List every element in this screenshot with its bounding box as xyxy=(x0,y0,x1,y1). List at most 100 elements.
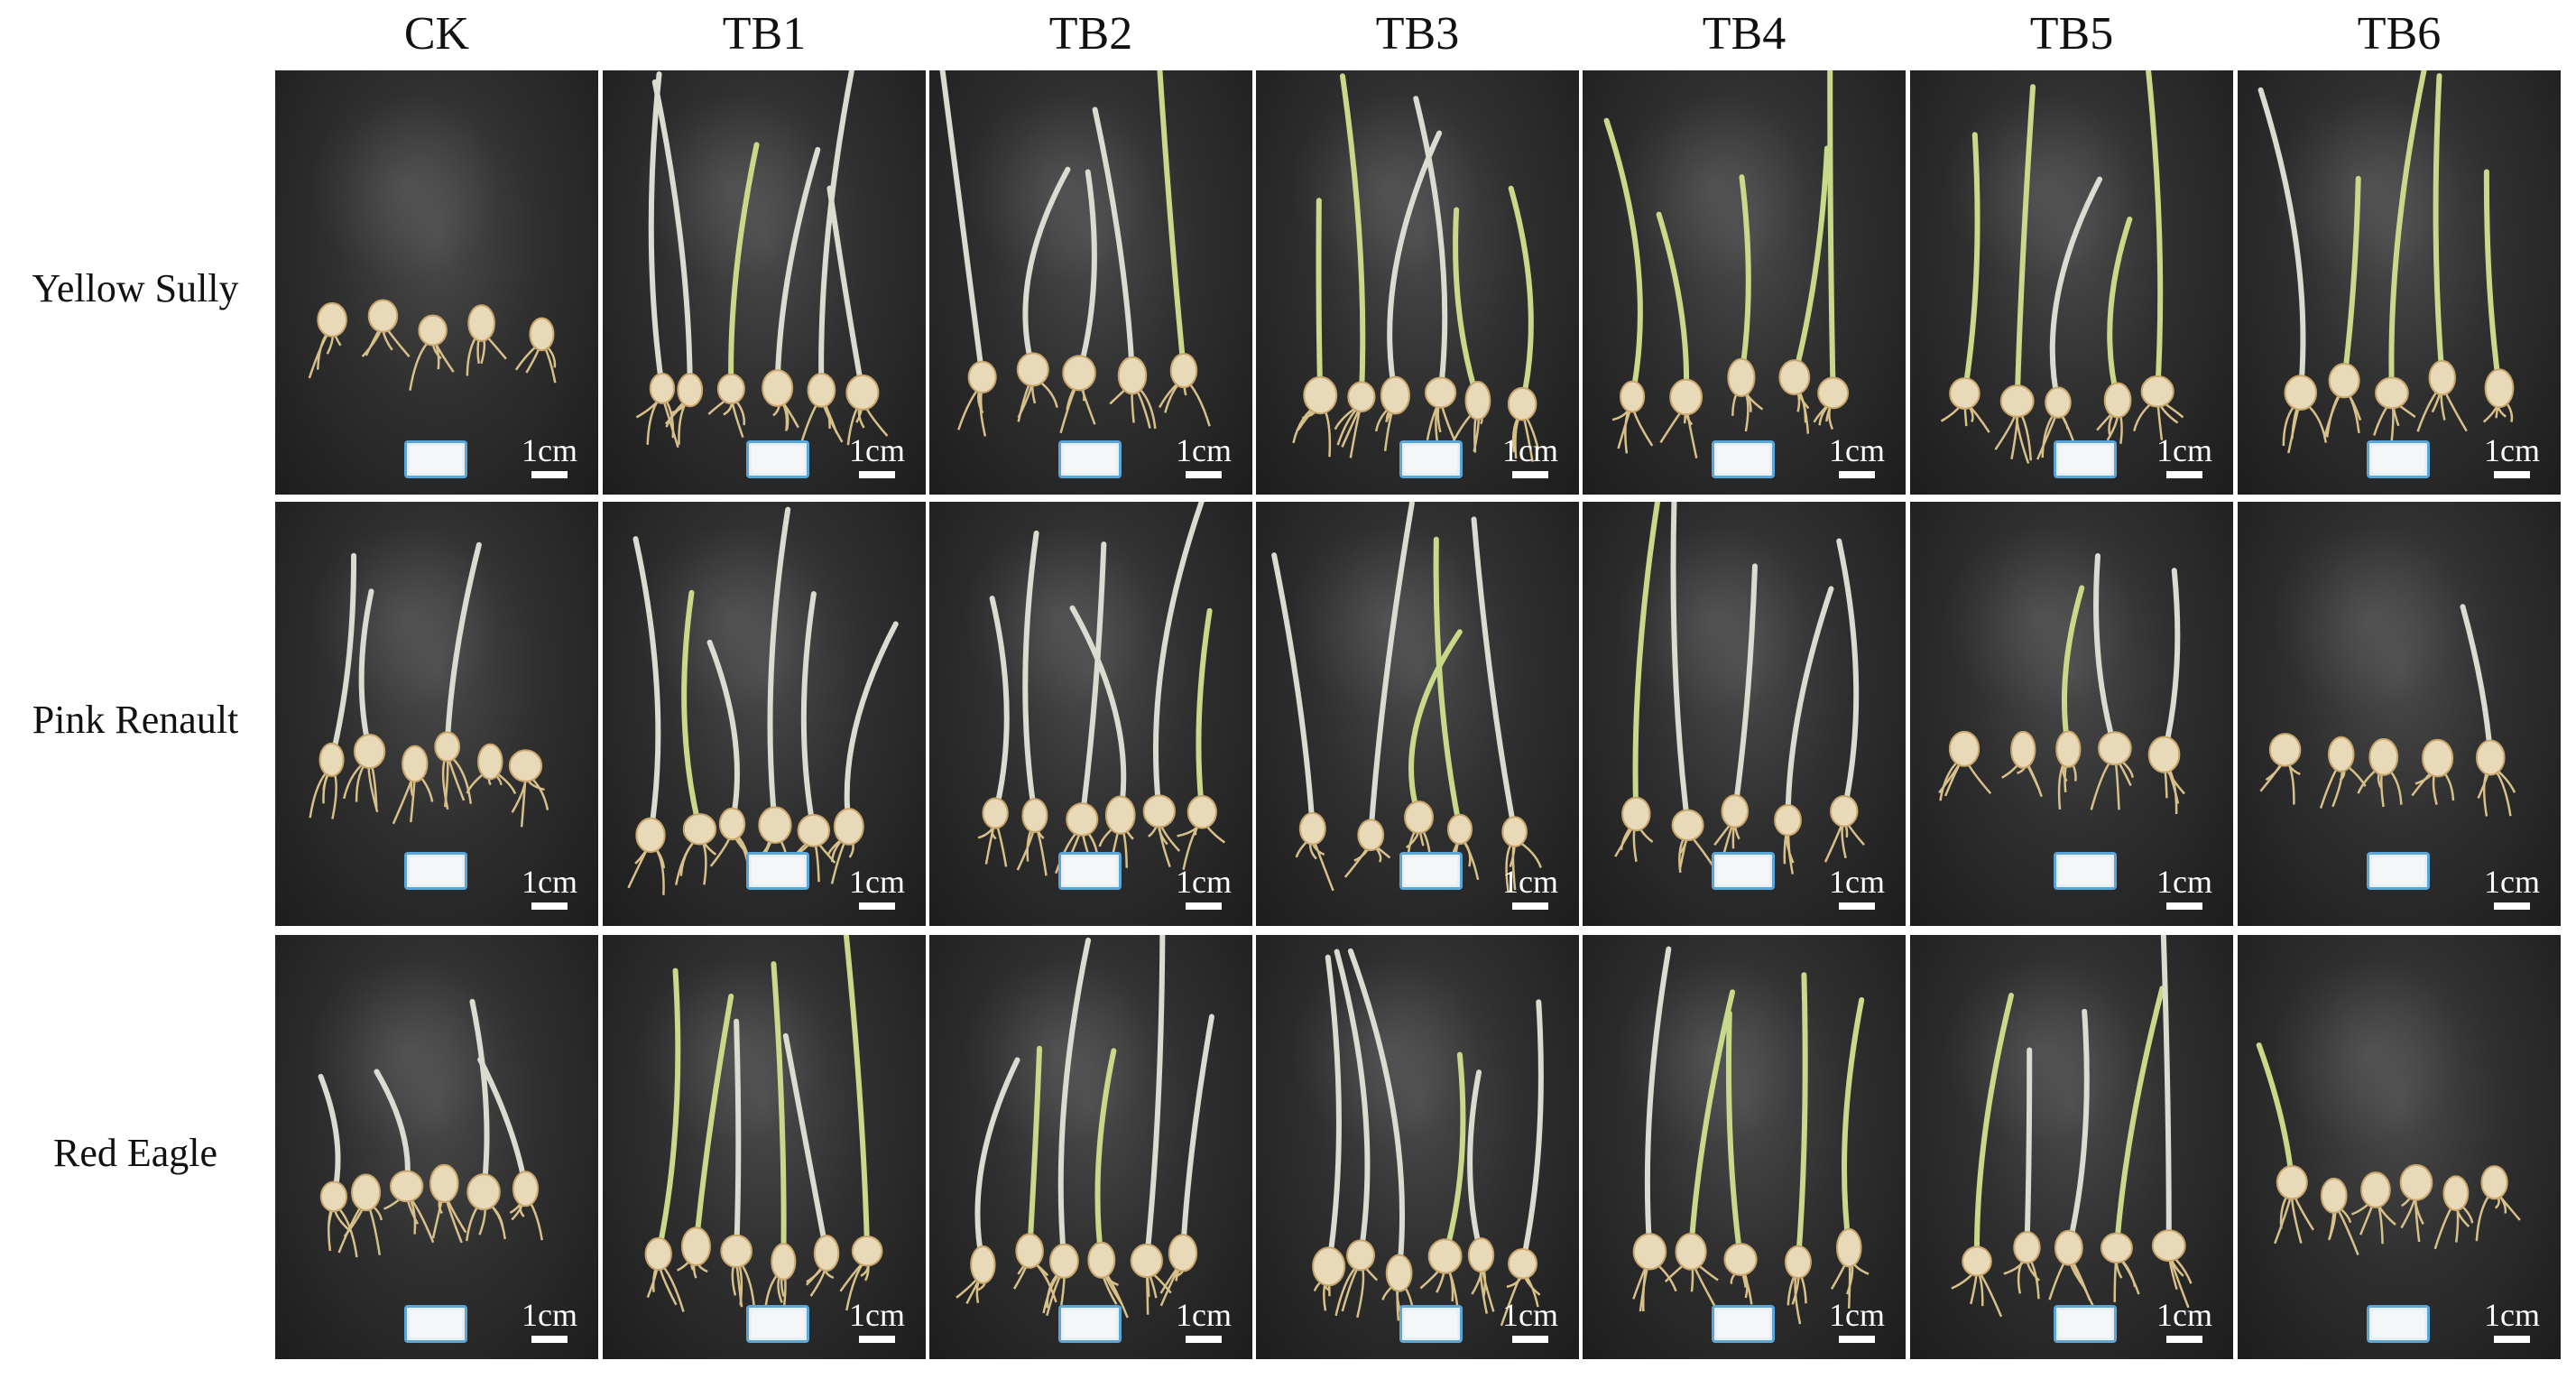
photo-pink-renault-tb1: 1cm xyxy=(603,502,926,926)
scale-line xyxy=(1512,1336,1548,1343)
scale-label: 1cm xyxy=(1829,864,1885,900)
sample-tag xyxy=(404,852,468,890)
scale-line xyxy=(1186,471,1222,478)
column-header-tb6: TB6 xyxy=(2357,8,2442,60)
sample-tag xyxy=(1712,852,1776,890)
scale-line xyxy=(859,1336,895,1343)
scale-line xyxy=(2494,471,2530,478)
scale-bar: 1cm xyxy=(1824,865,1889,910)
light-reflection xyxy=(1288,956,1482,1147)
photo-red-eagle-ck: 1cm xyxy=(275,935,598,1359)
seedlings-illustration xyxy=(2256,1042,2521,1255)
sample-tag xyxy=(2367,1305,2431,1343)
scale-line xyxy=(859,902,895,910)
seedlings-illustration xyxy=(318,998,543,1258)
scale-label: 1cm xyxy=(1502,1297,1558,1333)
light-reflection xyxy=(2269,956,2464,1147)
light-reflection xyxy=(634,523,829,714)
seedlings-illustration xyxy=(308,299,557,391)
scale-label: 1cm xyxy=(1829,1297,1885,1333)
column-header-tb5: TB5 xyxy=(2029,8,2114,60)
seedlings-illustration xyxy=(939,70,1211,437)
photo-yellow-sully-tb1: 1cm xyxy=(603,70,926,495)
light-reflection xyxy=(634,956,829,1147)
sample-tag xyxy=(746,852,810,890)
scale-line xyxy=(531,471,568,478)
column-header-tb2: TB2 xyxy=(1048,8,1133,60)
seedlings-illustration xyxy=(644,935,883,1322)
scale-label: 1cm xyxy=(849,1297,905,1333)
scale-label: 1cm xyxy=(1502,432,1558,468)
scale-bar: 1cm xyxy=(1498,1298,1563,1343)
seedlings-illustration xyxy=(1292,73,1540,462)
scale-bar: 1cm xyxy=(1498,865,1563,910)
scale-bar: 1cm xyxy=(517,1298,582,1343)
sample-tag xyxy=(2367,852,2431,890)
sample-tag xyxy=(1399,1305,1463,1343)
scale-bar: 1cm xyxy=(2479,865,2544,910)
photo-red-eagle-tb2: 1cm xyxy=(929,935,1252,1359)
column-header-ck: CK xyxy=(403,8,470,60)
scale-bar: 1cm xyxy=(2479,433,2544,478)
photo-yellow-sully-ck: 1cm xyxy=(275,70,598,495)
scale-line xyxy=(2166,1336,2202,1343)
light-reflection xyxy=(2269,523,2464,714)
scale-bar: 1cm xyxy=(1824,433,1889,478)
photo-red-eagle-tb1: 1cm xyxy=(603,935,926,1359)
sample-tag xyxy=(746,1305,810,1343)
scale-line xyxy=(859,471,895,478)
scale-line xyxy=(1839,1336,1875,1343)
scale-label: 1cm xyxy=(522,1297,577,1333)
scale-line xyxy=(2166,471,2202,478)
photo-pink-renault-tb2: 1cm xyxy=(929,502,1252,926)
scale-bar: 1cm xyxy=(845,1298,909,1343)
scale-label: 1cm xyxy=(1176,1297,1232,1333)
photo-red-eagle-tb4: 1cm xyxy=(1583,935,1906,1359)
scale-bar: 1cm xyxy=(2152,1298,2217,1343)
scale-line xyxy=(1186,902,1222,910)
scale-label: 1cm xyxy=(2156,864,2212,900)
seedlings-illustration xyxy=(2259,604,2516,817)
row-label-yellow-sully: Yellow Sully xyxy=(32,266,239,310)
light-reflection xyxy=(307,523,502,714)
seedlings-illustration xyxy=(1951,935,2193,1318)
scale-line xyxy=(2166,902,2202,910)
scale-label: 1cm xyxy=(1176,864,1232,900)
light-reflection xyxy=(2269,91,2464,282)
scale-label: 1cm xyxy=(1176,432,1232,468)
scale-bar: 1cm xyxy=(517,433,582,478)
scale-label: 1cm xyxy=(849,864,905,900)
sample-tag xyxy=(1058,440,1122,478)
photo-yellow-sully-tb3: 1cm xyxy=(1256,70,1579,495)
seedlings-illustration xyxy=(2257,70,2515,455)
scale-label: 1cm xyxy=(2156,432,2212,468)
sample-tag xyxy=(2054,440,2118,478)
scale-label: 1cm xyxy=(849,432,905,468)
seedlings-illustration xyxy=(1603,70,1850,458)
sample-tag xyxy=(1058,1305,1122,1343)
sample-tag xyxy=(404,440,468,478)
column-header-tb1: TB1 xyxy=(722,8,807,60)
scale-bar: 1cm xyxy=(2152,865,2217,910)
photo-yellow-sully-tb2: 1cm xyxy=(929,70,1252,495)
sample-tag xyxy=(2367,440,2431,478)
scale-label: 1cm xyxy=(2484,432,2540,468)
sample-tag xyxy=(746,440,810,478)
light-reflection xyxy=(1614,523,1809,714)
scale-label: 1cm xyxy=(2484,864,2540,900)
scale-line xyxy=(2494,902,2530,910)
photo-pink-renault-ck: 1cm xyxy=(275,502,598,926)
seedlings-illustration xyxy=(635,70,889,453)
sample-tag xyxy=(1058,852,1122,890)
sample-tag xyxy=(1712,440,1776,478)
photo-red-eagle-tb6: 1cm xyxy=(2238,935,2561,1359)
scale-bar: 1cm xyxy=(1171,433,1236,478)
scale-label: 1cm xyxy=(1502,864,1558,900)
light-reflection xyxy=(307,956,502,1147)
photo-yellow-sully-tb4: 1cm xyxy=(1583,70,1906,495)
photo-pink-renault-tb6: 1cm xyxy=(2238,502,2561,926)
scale-label: 1cm xyxy=(1829,432,1885,468)
scale-line xyxy=(1186,1336,1222,1343)
seedlings-illustration xyxy=(1940,70,2184,464)
scale-label: 1cm xyxy=(522,864,577,900)
